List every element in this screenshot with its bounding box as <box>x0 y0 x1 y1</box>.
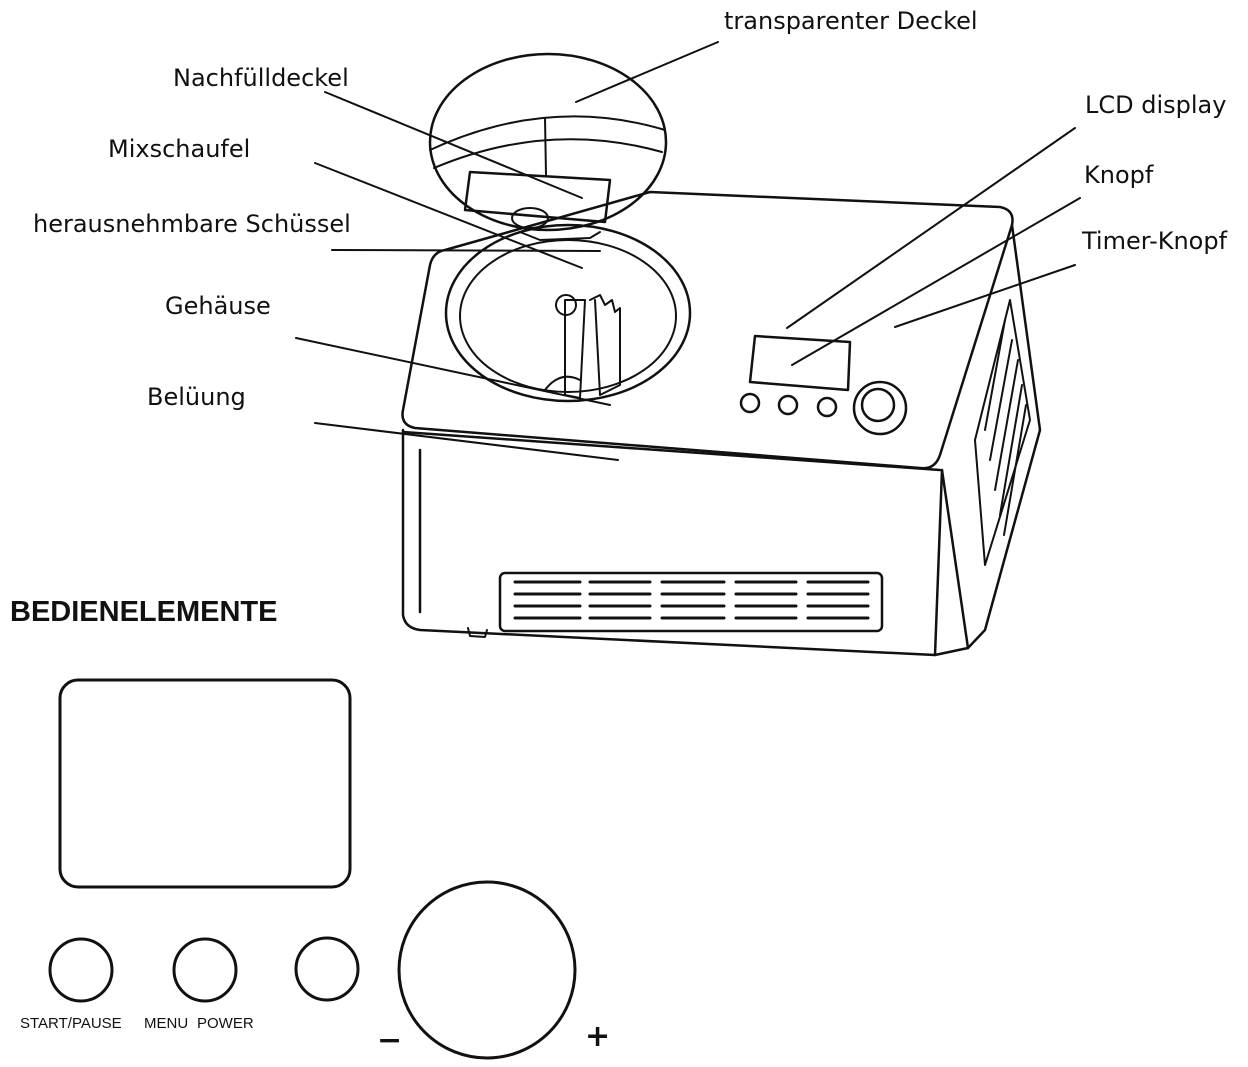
machine-housing <box>401 190 1042 657</box>
dial-outline <box>397 880 577 1060</box>
leader-nachfuelldeckel <box>324 91 583 199</box>
label-schuessel: herausnehmbare Schüssel <box>33 210 351 238</box>
leader-timer-knopf <box>894 264 1076 328</box>
leader-transparenter-deckel <box>575 41 719 103</box>
label-start-pause: START/PAUSE <box>20 1015 122 1032</box>
label-beluung: Belüung <box>147 383 246 411</box>
lid-drawing <box>428 52 668 241</box>
label-timer-knopf: Timer-Knopf <box>1082 227 1228 255</box>
controls-schematic <box>48 678 577 1060</box>
menu-button-outline <box>172 937 238 1003</box>
leader-beluung <box>314 422 619 461</box>
lcd-display-outline <box>58 678 352 889</box>
label-knopf: Knopf <box>1084 161 1154 189</box>
leader-lines <box>295 41 1081 461</box>
dial-minus-sign: − <box>377 1023 403 1058</box>
leader-lcd-display <box>786 127 1076 329</box>
label-mixschaufel: Mixschaufel <box>108 135 251 163</box>
label-lcd-display: LCD display <box>1085 91 1227 119</box>
label-nachfuelldeckel: Nachfülldeckel <box>173 64 349 92</box>
controls-heading: BEDIENELEMENTE <box>10 596 278 628</box>
label-power: POWER <box>197 1015 254 1032</box>
bowl-drawing <box>444 223 692 403</box>
dial-plus-sign: + <box>585 1019 611 1054</box>
machine-control-panel <box>739 334 908 436</box>
power-button-outline <box>294 936 360 1002</box>
start-pause-button-outline <box>48 937 114 1003</box>
label-transparenter-deckel: transparenter Deckel <box>724 7 978 35</box>
label-menu: MENU <box>144 1015 189 1032</box>
label-gehaeuse: Gehäuse <box>165 292 271 320</box>
leader-gehaeuse <box>295 337 611 406</box>
leader-schuessel <box>331 249 601 252</box>
leader-knopf <box>791 197 1081 366</box>
